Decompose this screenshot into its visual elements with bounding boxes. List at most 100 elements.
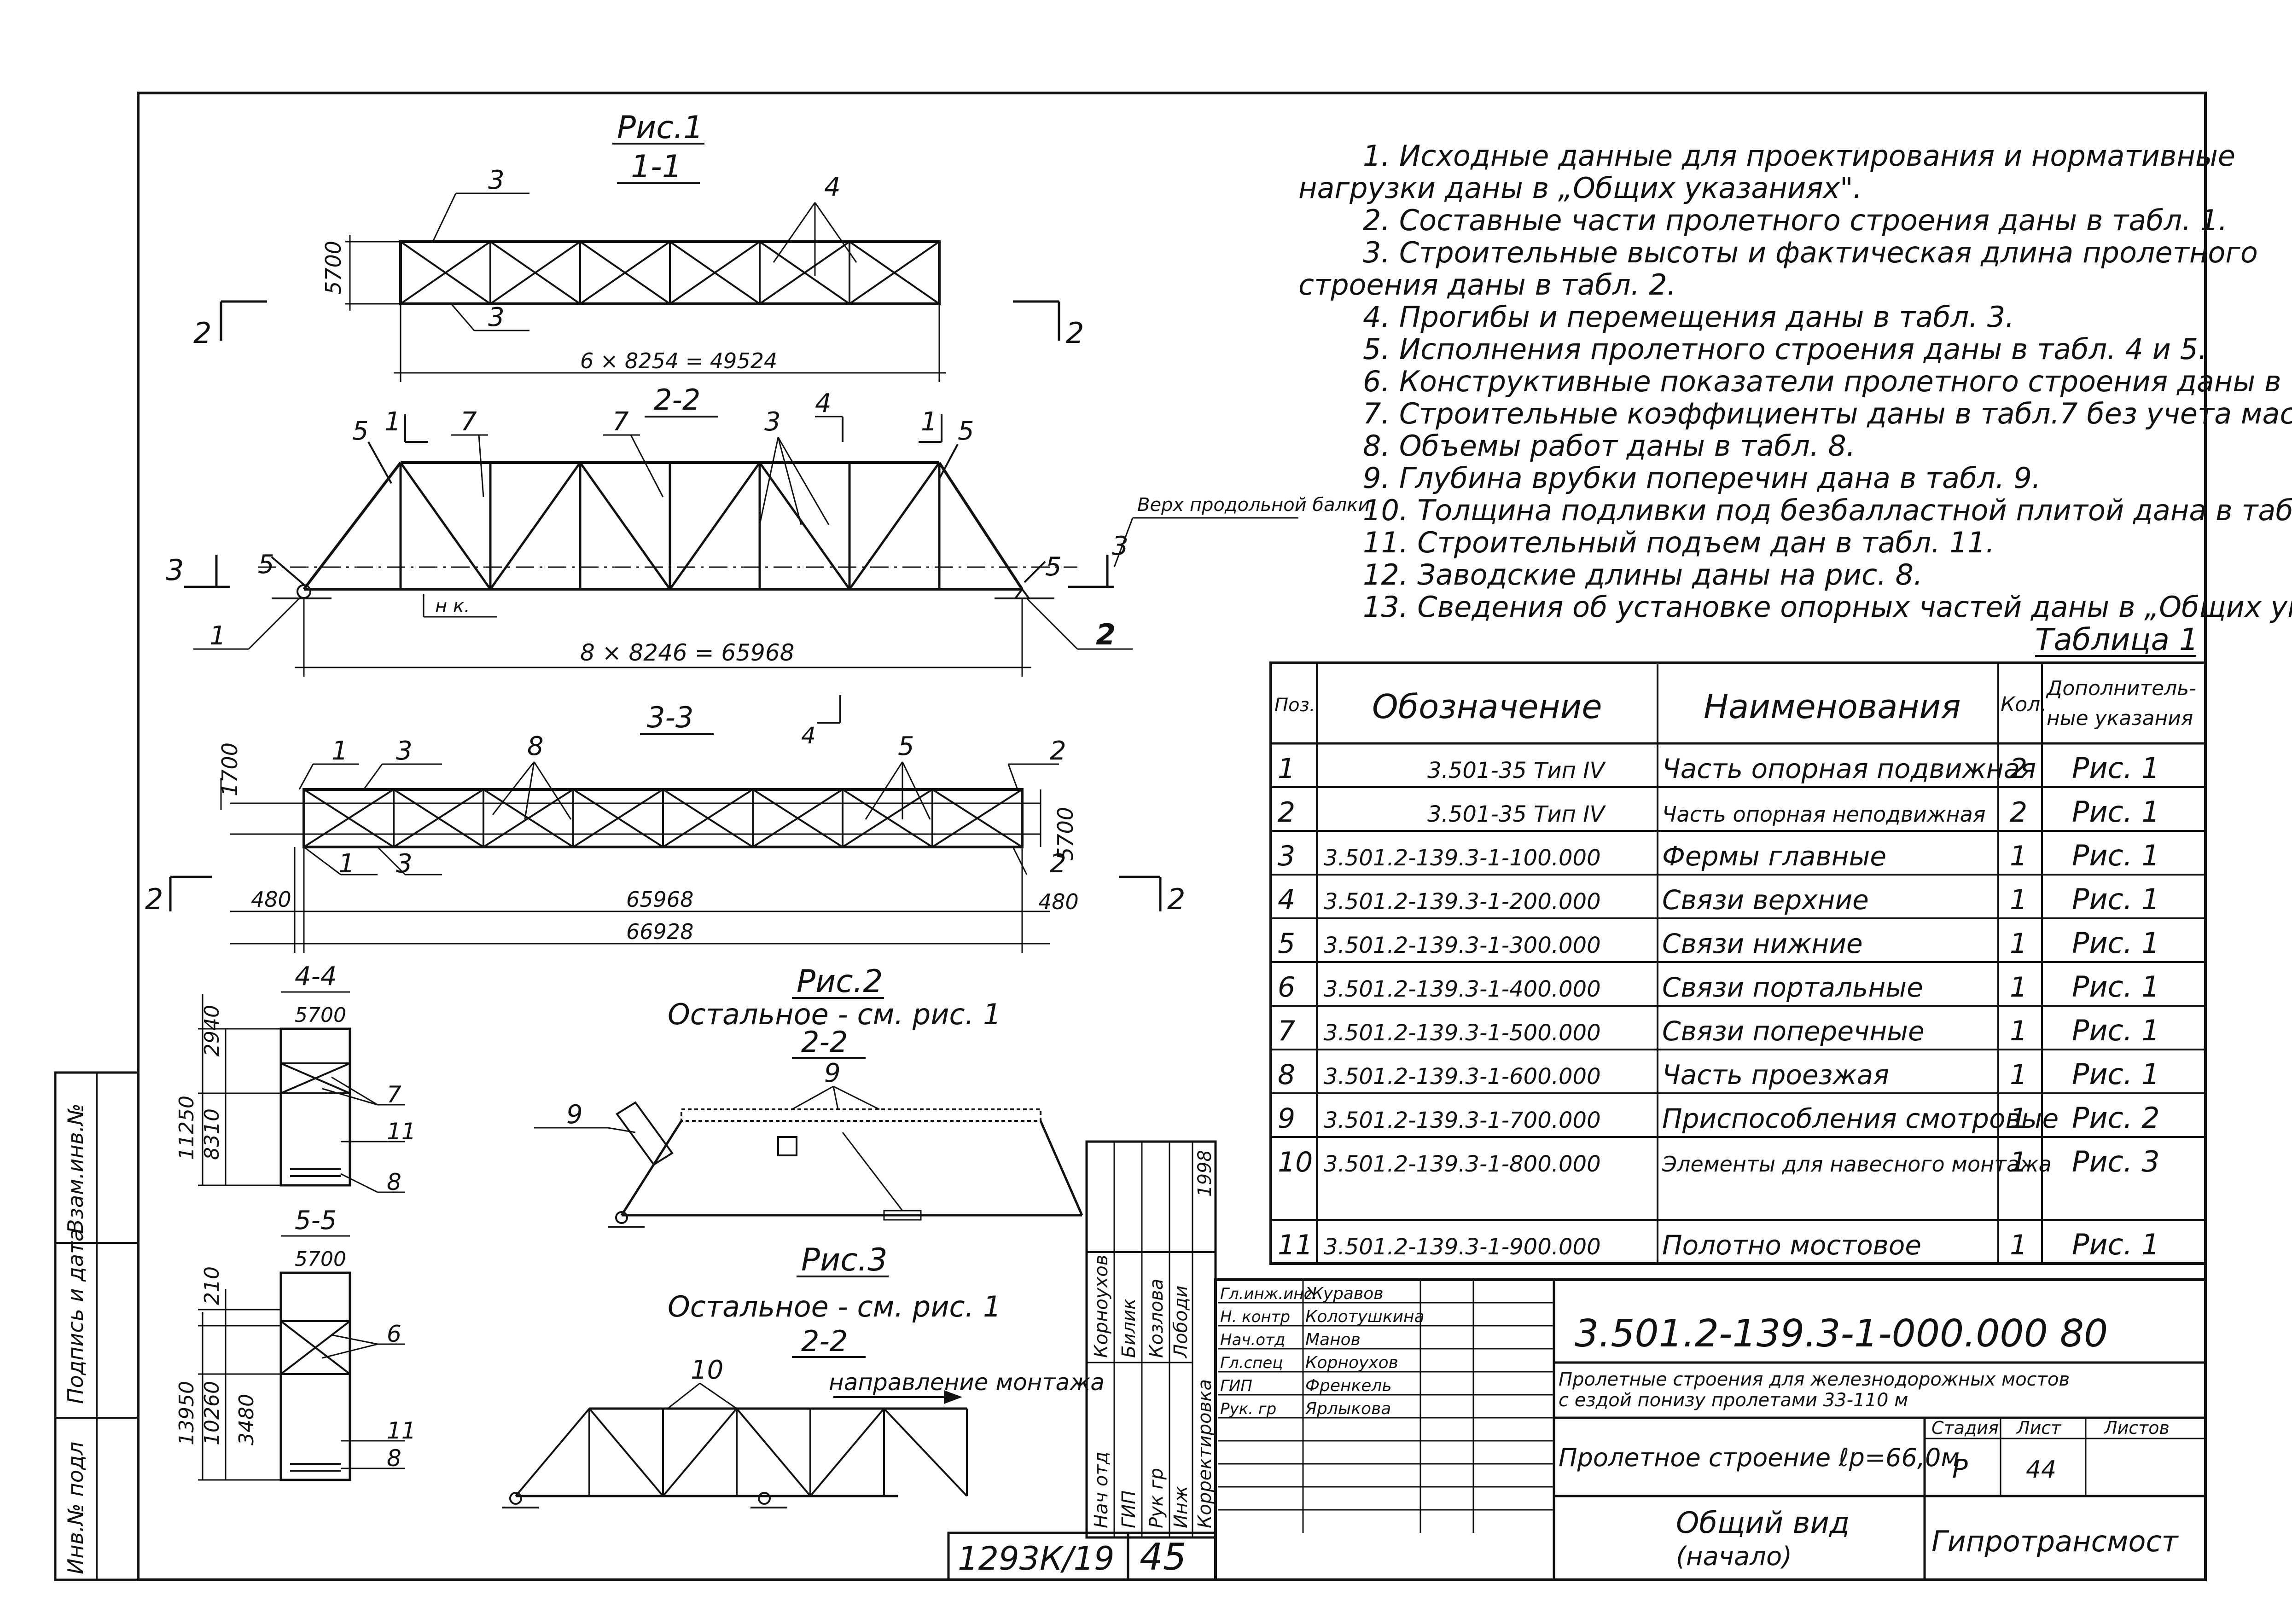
table1-header-qty: Кол.: [2001, 693, 2047, 716]
note-line-13: 11. Строительный подъем дан в табл. 11.: [1363, 526, 1995, 559]
mark-8-c: 8: [387, 1445, 401, 1472]
note-line-3: 2. Составные части пролетного строения д…: [1363, 203, 2228, 237]
fig1-33-dim-left: 1700: [217, 742, 242, 796]
section-4-4: 4-4 5700 2940 11250 8310 7 11 8: [175, 962, 416, 1195]
sec44-dim-b: 11250: [175, 1096, 198, 1160]
correction-year: 1998: [1194, 1150, 1216, 1197]
fig1-22-dim-span: 8 × 8246 = 65968: [580, 639, 794, 666]
table1-title: Таблица 1: [2035, 622, 2199, 657]
table1-cell-r4-c4: 1: [2010, 884, 2027, 916]
stamp-role-4: Гл.спец: [1220, 1354, 1283, 1372]
table1-header-pos: Поз.: [1274, 695, 1315, 716]
table1-cell-r2-c3: Часть опорная неподвижная: [1662, 802, 1985, 827]
sec55-dim-b: 13950: [175, 1381, 198, 1445]
note-line-11: 9. Глубина врубки поперечин дана в табл.…: [1363, 461, 2041, 495]
side-strip-inv: Инв.№ подл: [63, 1442, 88, 1574]
sec55-dim-a: 210: [200, 1266, 224, 1305]
fig1-plan-3-3: 3-3 4 1700 5700 1 3: [145, 695, 1185, 953]
table1-cell-r11-c2: 3.501.2-139.3-1-900.000: [1324, 1234, 1601, 1260]
table1-cell-r10-c1: 10: [1278, 1146, 1313, 1178]
note-line-2: нагрузки даны в „Общих указаниях".: [1298, 171, 1862, 205]
mark-2-b: 2: [1050, 736, 1066, 766]
stamp-drawing-title-2: (начало): [1676, 1542, 1792, 1572]
correction-name-4: Лободи: [1170, 1286, 1192, 1359]
mark-2-a: 2: [1096, 618, 1116, 651]
stamp-name-6: Ярлыкова: [1305, 1399, 1391, 1418]
table1-cell-r8-c1: 8: [1278, 1059, 1295, 1091]
note-line-7: 5. Исполнения пролетного строения даны в…: [1363, 332, 2207, 366]
fig1-33-dim-end-right: 480: [1038, 889, 1079, 914]
table1-cell-r5-c4: 1: [2010, 928, 2027, 960]
stamp-name-1: Журавов: [1304, 1284, 1383, 1303]
section-mark-2-b: 2: [1066, 316, 1084, 350]
note-line-1: 1. Исходные данные для проектирования и …: [1363, 139, 2235, 173]
table1-cell-r11-c1: 11: [1278, 1229, 1313, 1261]
mark-1-c: 1: [338, 849, 355, 879]
table1-cell-r3-c3: Фермы главные: [1662, 841, 1886, 872]
mark-7-a: 7: [460, 407, 477, 437]
table1-cell-r7-c5: Рис. 1: [2072, 1014, 2160, 1047]
section-mark-2-a: 2: [193, 316, 211, 350]
stamp-role-1: Гл.инж.инс.: [1220, 1285, 1317, 1303]
table1-cell-r1-c5: Рис. 1: [2072, 751, 2160, 785]
sec44-dim-c: 8310: [200, 1108, 224, 1160]
table1-header-notes-1: Дополнитель-: [2046, 677, 2196, 700]
fig1-33-dim-end-left: 480: [251, 887, 291, 912]
stamp-drawing-title-1: Общий вид: [1676, 1506, 1850, 1540]
table1-cell-r1-c2: 3.501-35 Тип IV: [1427, 758, 1606, 783]
mark-9-b: 9: [824, 1058, 841, 1088]
correction-header: Корректировка: [1194, 1379, 1216, 1528]
mark-3-c: 3: [764, 407, 781, 437]
stamp-name-2: Колотушкина: [1305, 1307, 1425, 1326]
stamp-name-4: Корноухов: [1305, 1353, 1398, 1372]
general-notes: 1. Исходные данные для проектирования и …: [1298, 139, 2292, 624]
table-1: Таблица 1 Поз. Обозначение Наименования …: [1269, 622, 2207, 1265]
note-line-15: 13. Сведения об установке опорных частей…: [1363, 590, 2292, 624]
table1-cell-r7-c2: 3.501.2-139.3-1-500.000: [1324, 1020, 1601, 1046]
table1-cell-r11-c5: Рис. 1: [2072, 1228, 2160, 1261]
cut-mark-1-a: 1: [384, 407, 401, 437]
fig3-direction: направление монтажа: [829, 1369, 1105, 1396]
mark-5-a: 5: [352, 416, 369, 446]
note-line-9: 7. Строительные коэффициенты даны в табл…: [1363, 397, 2292, 430]
section-mark-2-c: 2: [145, 882, 163, 916]
fig1-22-section: 2-2: [654, 383, 700, 417]
label-hk: н к.: [435, 596, 470, 617]
fig3-section: 2-2: [801, 1324, 848, 1358]
stamp-sheet: 44: [2026, 1456, 2056, 1484]
table1-cell-r1-c4: 2: [2010, 753, 2027, 785]
mark-8-b: 8: [387, 1169, 401, 1195]
stamp-archive: 1293К/19: [958, 1540, 1115, 1578]
note-line-8: 6. Конструктивные показатели пролетного …: [1363, 365, 2292, 398]
table1-cell-r10-c2: 3.501.2-139.3-1-800.000: [1324, 1151, 1601, 1177]
mark-9-a: 9: [566, 1100, 583, 1130]
label-top-of-stringer: Верх продольной балки: [1137, 494, 1370, 516]
fig1-plan-1-1: Рис.1 1-1 5700 6 × 8254 = 49524 3 3: [193, 110, 1084, 382]
side-strip-sign: Подпись и дата: [63, 1229, 88, 1404]
stamp-description-2: с ездой понизу пролетами 33-110 м: [1559, 1390, 1908, 1411]
section-mark-2-d: 2: [1167, 882, 1185, 916]
table1-cell-r4-c5: Рис. 1: [2072, 882, 2160, 916]
sec55-title: 5-5: [295, 1206, 337, 1235]
mark-3-b: 3: [488, 302, 505, 332]
sec55-dim-d: 3480: [235, 1394, 258, 1445]
cut-mark-4: 4: [801, 722, 816, 749]
correction-role-1: Нач отд: [1091, 1452, 1112, 1528]
table1-cell-r5-c2: 3.501.2-139.3-1-300.000: [1324, 933, 1601, 958]
mark-10-a: 10: [691, 1355, 723, 1385]
table1-cell-r1-c3: Часть опорная подвижная: [1662, 753, 2036, 784]
table1-cell-r9-c4: 1: [2010, 1102, 2027, 1135]
mark-5-e: 5: [898, 731, 914, 761]
cut-mark-1-b: 1: [921, 407, 937, 437]
fig1-title: Рис.1: [617, 110, 703, 146]
table1-cell-r2-c5: Рис. 1: [2072, 795, 2160, 829]
table1-cell-r10-c4: 1: [2010, 1146, 2027, 1178]
note-line-6: 4. Прогибы и перемещения даны в табл. 3.: [1363, 300, 2014, 334]
mark-3-d: 3: [396, 736, 413, 766]
note-line-4: 3. Строительные высоты и фактическая дли…: [1363, 236, 2258, 269]
stamp-description-1: Пролетные строения для железнодорожных м…: [1559, 1369, 2070, 1390]
fig1-dim-height: 5700: [321, 241, 346, 295]
note-line-14: 12. Заводские длины даны на рис. 8.: [1363, 558, 1923, 592]
table1-cell-r6-c1: 6: [1278, 971, 1295, 1003]
